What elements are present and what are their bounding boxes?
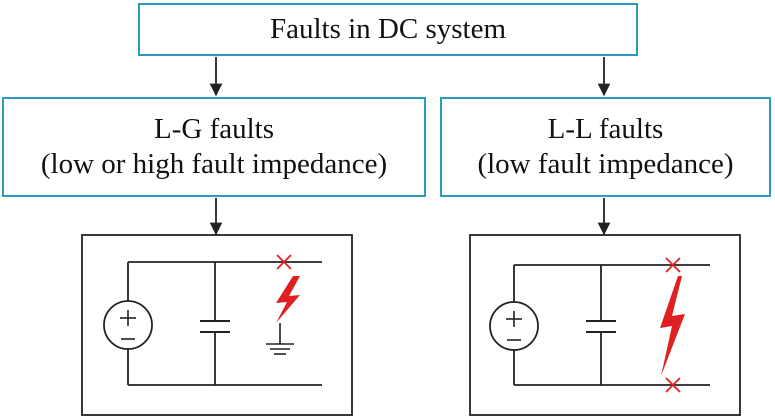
- lightning-fault-icon: [660, 276, 685, 376]
- fault-cross-icon: [665, 377, 681, 393]
- root-node-label: Faults in DC system: [269, 12, 507, 45]
- lg-circuit-panel: [81, 234, 353, 416]
- ll-faults-title: L-L faults: [547, 112, 664, 145]
- dc-source-icon: [103, 300, 153, 350]
- ground-icon: [266, 323, 294, 355]
- fault-cross-icon: [276, 254, 292, 270]
- root-node-box: Faults in DC system: [138, 3, 638, 56]
- dc-source-icon: [489, 301, 539, 351]
- lg-faults-subtitle: (low or high fault impedance): [40, 148, 388, 180]
- fault-cross-icon: [665, 257, 681, 273]
- lg-faults-title: L-G faults: [154, 112, 274, 145]
- ll-faults-subtitle: (low fault impedance): [477, 148, 734, 180]
- capacitor-icon: [200, 262, 230, 385]
- ll-faults-box: L-L faults (low fault impedance): [440, 97, 771, 197]
- lightning-fault-icon: [276, 276, 300, 323]
- capacitor-icon: [586, 265, 616, 385]
- lg-faults-box: L-G faults (low or high fault impedance): [2, 97, 426, 197]
- ll-circuit-panel: [469, 234, 741, 416]
